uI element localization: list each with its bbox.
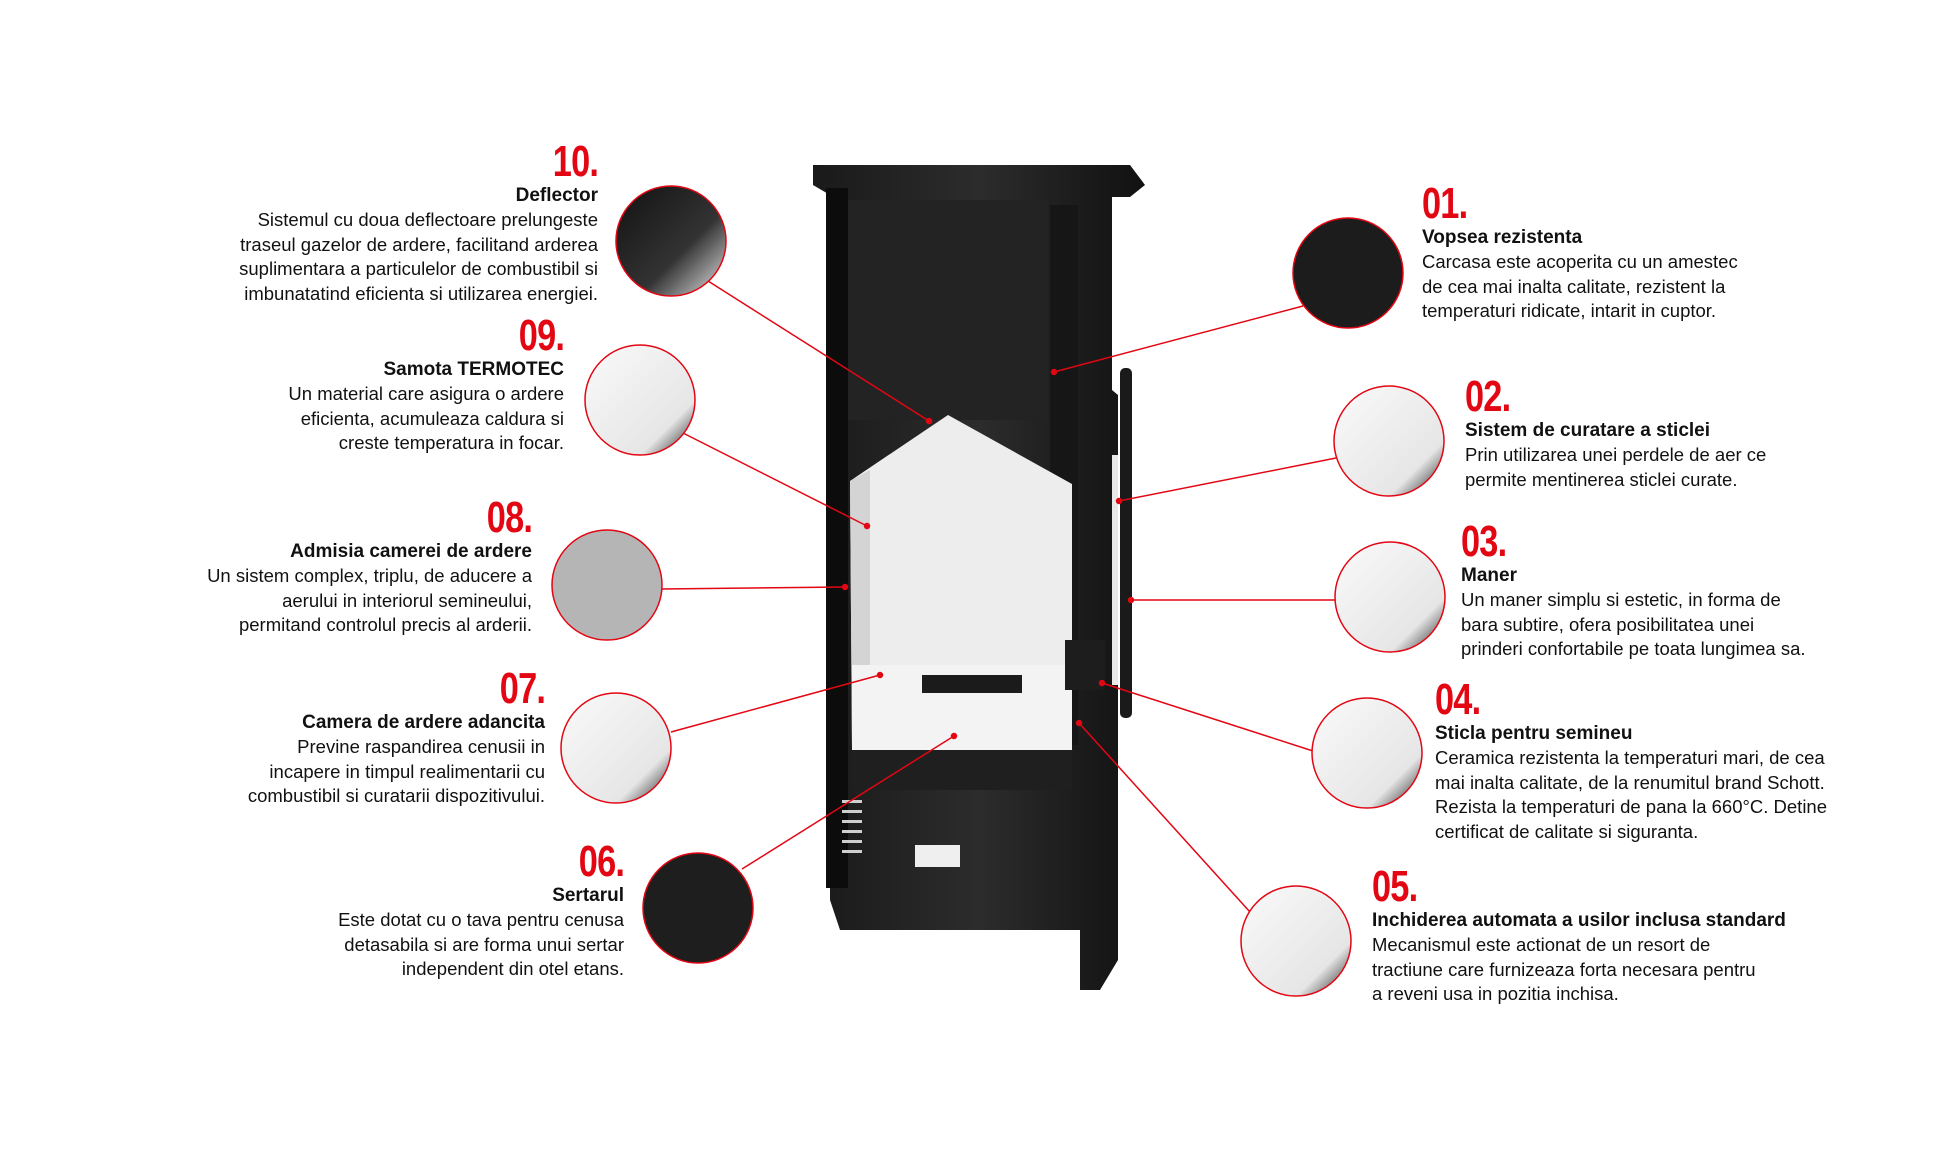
feature-description-line: Mecanismul este actionat de un resort de xyxy=(1372,934,1711,955)
feature-description-line: suplimentara a particulelor de combustib… xyxy=(239,258,598,279)
feature-description-line: aerului in interiorul semineului, xyxy=(282,589,532,611)
feature-title: Sertarul xyxy=(552,885,624,906)
detail-07 xyxy=(560,692,672,804)
feature-09: 09.Samota TERMOTEC Un material care asigu… xyxy=(288,314,564,456)
detail-04 xyxy=(1311,697,1423,809)
feature-description-line: tractiune care furnizeaza forta necesara… xyxy=(1372,958,1756,980)
feature-title: Sistem de curatare a sticlei xyxy=(1465,420,1711,441)
feature-description-line: Un maner simplu si estetic, in forma de xyxy=(1461,589,1781,610)
feature-number: 07. xyxy=(499,664,546,713)
feature-description-line: incapere in timpul realimentarii cu xyxy=(269,760,545,782)
feature-description-line: Un sistem complex, triplu, de aducere a xyxy=(207,565,532,586)
detail-01 xyxy=(1292,217,1404,329)
detail-03 xyxy=(1334,541,1446,653)
feature-title: Sticla pentru semineu xyxy=(1435,723,1633,744)
feature-description-line: Un material care asigura o ardere xyxy=(288,383,564,404)
feature-description-line: de cea mai inalta calitate, rezistent la xyxy=(1422,275,1726,297)
feature-description-line: permite mentinerea sticlei curate. xyxy=(1465,468,1738,490)
feature-description-line: mai inalta calitate, de la renumitul bra… xyxy=(1435,771,1825,793)
feature-description-line: imbunatatind eficienta si utilizarea ene… xyxy=(244,282,598,304)
feature-title: Admisia camerei de ardere xyxy=(290,541,532,562)
detail-08 xyxy=(551,529,663,641)
feature-title: Camera de ardere adancita xyxy=(302,712,545,733)
feature-title: Deflector xyxy=(515,185,598,206)
leader-lines xyxy=(660,280,1337,913)
feature-number: 03. xyxy=(1461,517,1507,566)
feature-description-line: Previne raspandirea cenusii in xyxy=(297,736,545,757)
feature-description-line: Sistemul cu doua deflectoare prelungeste xyxy=(257,209,598,230)
feature-description-line: Prin utilizarea unei perdele de aer ce xyxy=(1465,444,1767,465)
detail-circles xyxy=(551,185,1446,997)
feature-description-line: eficienta, acumuleaza caldura si xyxy=(300,407,564,429)
feature-description-line: Rezista la temperaturi de pana la 660°C.… xyxy=(1435,796,1828,817)
detail-09 xyxy=(584,344,696,456)
detail-02 xyxy=(1333,385,1445,497)
detail-05 xyxy=(1240,885,1352,997)
feature-title: Samota TERMOTEC xyxy=(383,359,564,380)
detail-10 xyxy=(615,185,727,297)
feature-description-line: Este dotat cu o tava pentru cenusa xyxy=(338,909,624,930)
feature-description-line: Carcasa este acoperita cu un amestec xyxy=(1422,251,1738,272)
feature-title: Inchiderea automata a usilor inclusa sta… xyxy=(1372,910,1786,931)
feature-description-line: prinderi confortabile pe toata lungimea … xyxy=(1461,638,1806,659)
feature-description-line: bara subtire, ofera posibilitatea unei xyxy=(1461,613,1755,635)
feature-08: 08.Admisia camerei de ardere Un sistem co… xyxy=(207,493,533,638)
feature-description-line: Ceramica rezistenta la temperaturi mari,… xyxy=(1435,747,1825,768)
feature-description-line: permitand controlul precis al arderii. xyxy=(238,614,532,635)
feature-number: 01. xyxy=(1422,179,1468,228)
feature-number: 04. xyxy=(1435,675,1481,724)
feature-title: Vopsea rezistenta xyxy=(1422,227,1583,248)
feature-description-line: creste temperatura in focar. xyxy=(338,432,564,453)
feature-description-line: combustibil si curatarii dispozitivului. xyxy=(247,785,545,806)
feature-03: 03.Maner Un maner simplu si estetic, in f… xyxy=(1461,520,1806,662)
feature-description-line: a reveni usa in pozitia inchisa. xyxy=(1372,983,1619,1004)
feature-number: 05. xyxy=(1372,862,1418,911)
feature-description-line: detasabila si are forma unui sertar xyxy=(344,933,624,955)
feature-05: 05.Inchiderea automata a usilor inclusa … xyxy=(1372,865,1786,1007)
feature-number: 06. xyxy=(578,837,625,886)
feature-description-line: independent din otel etans. xyxy=(401,958,624,979)
detail-06 xyxy=(642,852,754,964)
feature-description-line: traseul gazelor de ardere, facilitand ar… xyxy=(240,233,598,255)
feature-number: 10. xyxy=(552,137,599,186)
feature-title: Maner xyxy=(1461,565,1517,586)
stove-body xyxy=(813,165,1145,990)
feature-description-line: temperaturi ridicate, intarit in cuptor. xyxy=(1422,300,1717,321)
feature-number: 08. xyxy=(486,493,533,542)
feature-number: 02. xyxy=(1465,372,1511,421)
feature-description-line: certificat de calitate si siguranta. xyxy=(1435,820,1699,842)
feature-number: 09. xyxy=(518,311,565,360)
